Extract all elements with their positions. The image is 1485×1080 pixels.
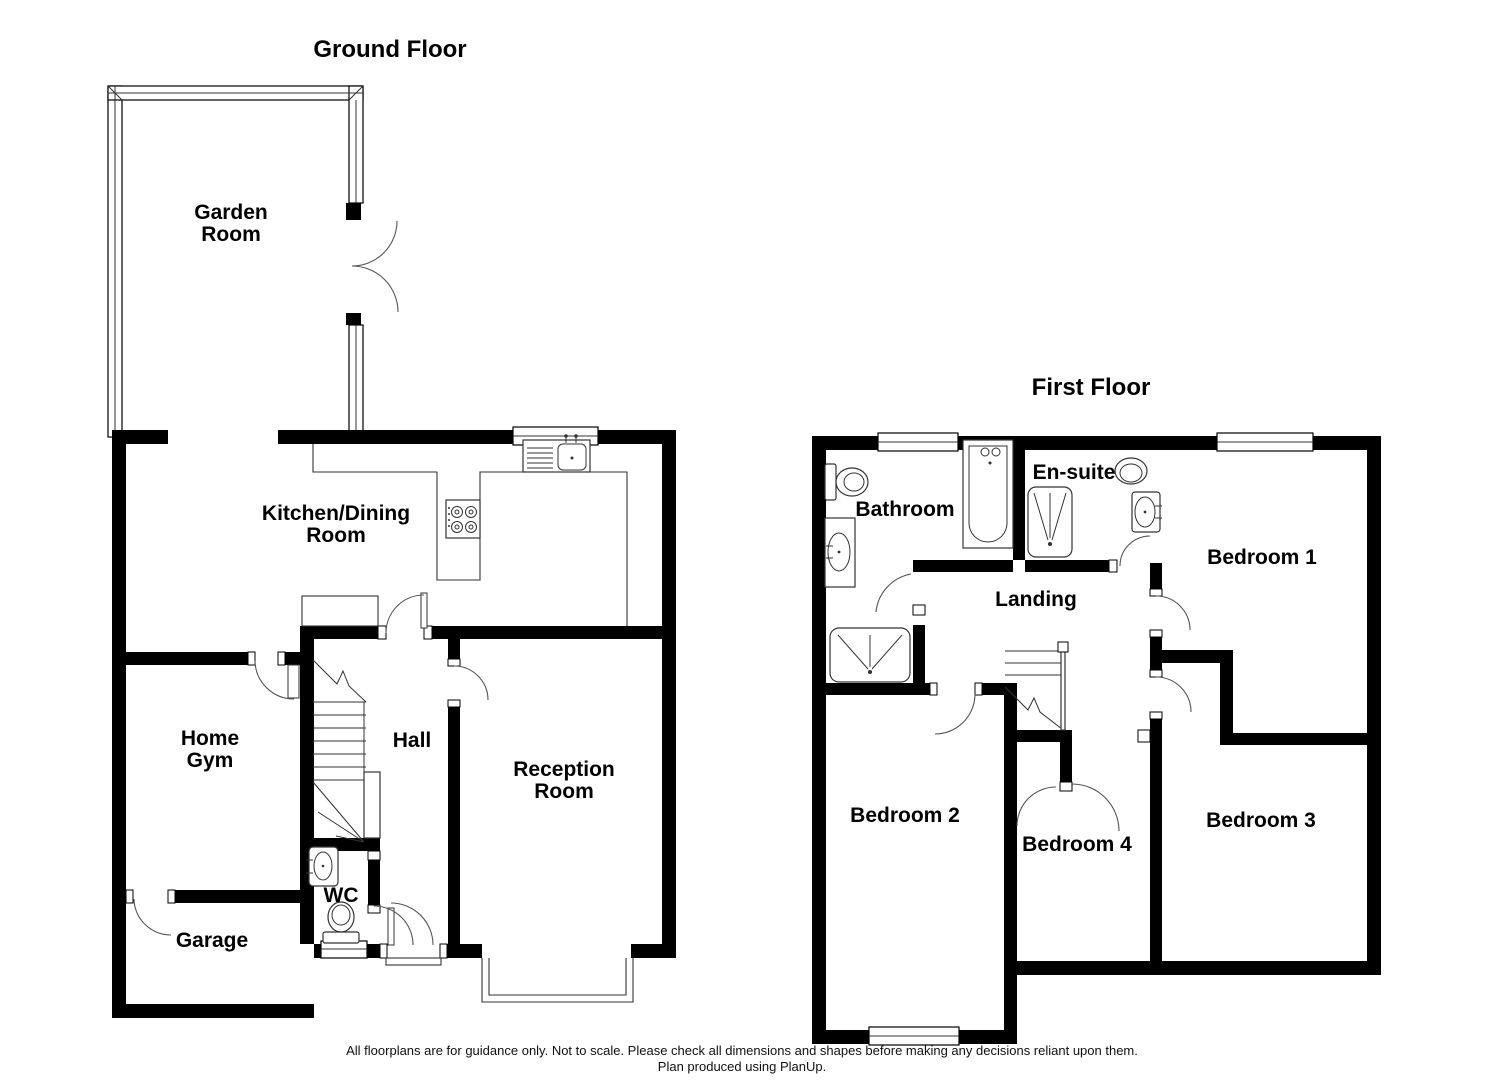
wall-segments — [812, 436, 1381, 1044]
room-label-bedroom1: Bedroom 1 — [1207, 546, 1317, 569]
first-floor-plan: First Floor Bathroom En-suite Bedroom 1 … — [812, 374, 1381, 1046]
room-label-home-gym: Home — [181, 727, 239, 750]
floor-title-ground: Ground Floor — [313, 36, 466, 63]
kitchen-counter — [312, 444, 628, 626]
room-label-reception-2: Room — [534, 780, 594, 803]
hob-icon — [445, 499, 481, 539]
room-label-garden-room: Garden — [194, 201, 268, 224]
room-label-ensuite: En-suite — [1033, 461, 1116, 484]
toilet-icon — [824, 463, 869, 501]
kitchen-sink-icon — [522, 434, 591, 473]
under-stairs-cupboard — [363, 771, 381, 839]
room-label-bedroom4: Bedroom 4 — [1022, 833, 1132, 856]
door-leaf — [420, 592, 428, 629]
disclaimer-line2: Plan produced using PlanUp. — [658, 1059, 826, 1074]
shower-icon — [1027, 486, 1073, 558]
room-label-garden-room-2: Room — [201, 223, 261, 246]
bay-window — [481, 958, 634, 1003]
room-label-home-gym-2: Gym — [187, 749, 234, 772]
toilet-icon — [1114, 457, 1148, 485]
room-label-wc: WC — [324, 884, 359, 907]
window — [1216, 432, 1314, 452]
room-label-hall: Hall — [393, 729, 432, 752]
room-label-garage: Garage — [176, 929, 248, 952]
door-leaf — [287, 664, 300, 699]
front-door-leaf — [387, 907, 395, 946]
basin-icon — [824, 517, 856, 588]
staircase — [1004, 641, 1069, 731]
glazing-lines — [107, 85, 364, 437]
bath-icon — [962, 439, 1014, 549]
room-label-bathroom: Bathroom — [855, 498, 954, 521]
window — [877, 432, 959, 452]
door-swing-arcs — [133, 220, 489, 946]
room-label-bedroom3: Bedroom 3 — [1206, 809, 1316, 832]
disclaimer-line1: All floorplans are for guidance only. No… — [346, 1043, 1138, 1058]
airing-cupboard-icon — [829, 627, 911, 683]
front-door-step — [385, 957, 442, 966]
room-label-bedroom2: Bedroom 2 — [850, 804, 960, 827]
room-label-landing: Landing — [995, 588, 1077, 611]
basin-icon — [306, 846, 339, 887]
garden-room-glazing — [107, 85, 364, 438]
room-label-reception: Reception — [513, 758, 615, 781]
newel-post — [1057, 641, 1069, 653]
basin-icon — [1131, 491, 1162, 533]
toilet-icon — [322, 901, 360, 944]
door-swing-arcs — [875, 535, 1192, 832]
floor-title-first: First Floor — [1032, 374, 1151, 401]
ground-floor-plan: Ground Floor Garden Room Kitchen/Dining … — [107, 36, 676, 1018]
room-label-kitchen: Kitchen/Dining — [262, 502, 410, 525]
staircase — [312, 659, 381, 843]
room-label-kitchen-2: Room — [306, 524, 366, 547]
footer-disclaimer: All floorplans are for guidance only. No… — [346, 1043, 1138, 1074]
window — [868, 1026, 960, 1046]
storage-cupboard — [301, 595, 379, 627]
